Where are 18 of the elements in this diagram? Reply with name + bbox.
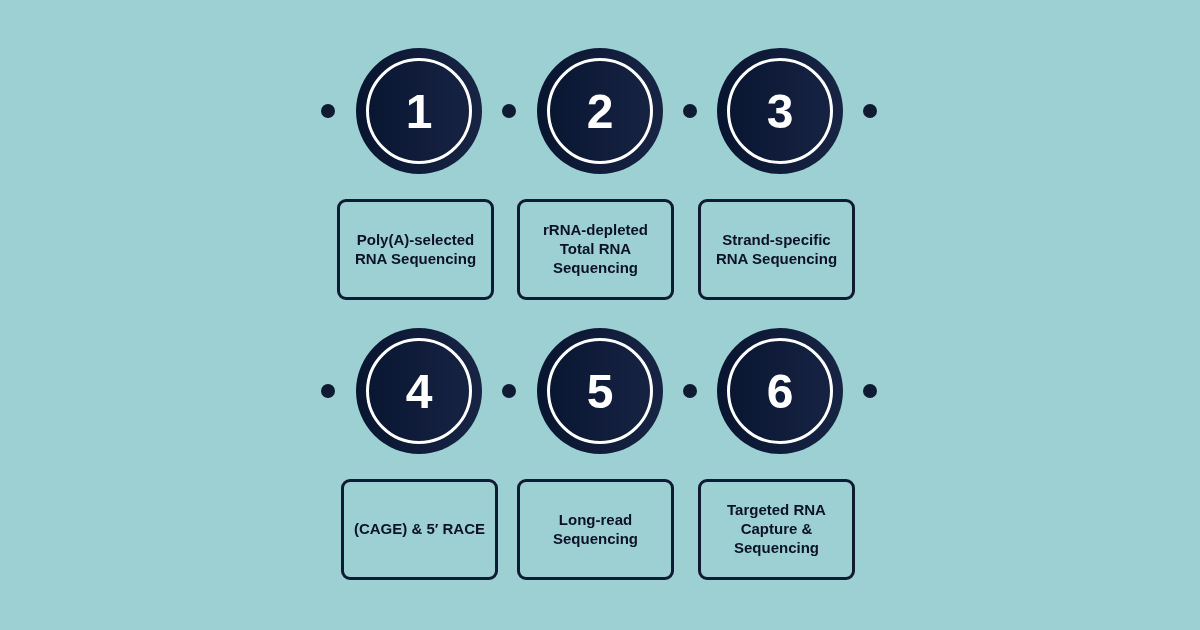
method-box [698,199,855,300]
method-label: Poly(A)-selected RNA Sequencing [353,230,478,269]
method-label: Strand-specific RNA Sequencing [714,230,839,269]
step-number: 2 [586,83,614,139]
step-number: 4 [405,363,433,419]
step-number: 1 [405,83,433,139]
method-label: Long-read Sequencing [552,510,639,549]
step-number: 5 [586,363,614,419]
method-box [341,479,498,580]
step-number: 3 [766,83,794,139]
method-label: rRNA-depleted Total RNA Sequencing [542,221,649,278]
method-label: (CAGE) & 5′ RACE [353,520,486,539]
step-number: 6 [766,363,794,419]
method-label: Targeted RNA Capture & Sequencing [726,501,827,558]
method-box [698,479,855,580]
method-box [517,479,674,580]
method-box [517,199,674,300]
method-box [337,199,494,300]
